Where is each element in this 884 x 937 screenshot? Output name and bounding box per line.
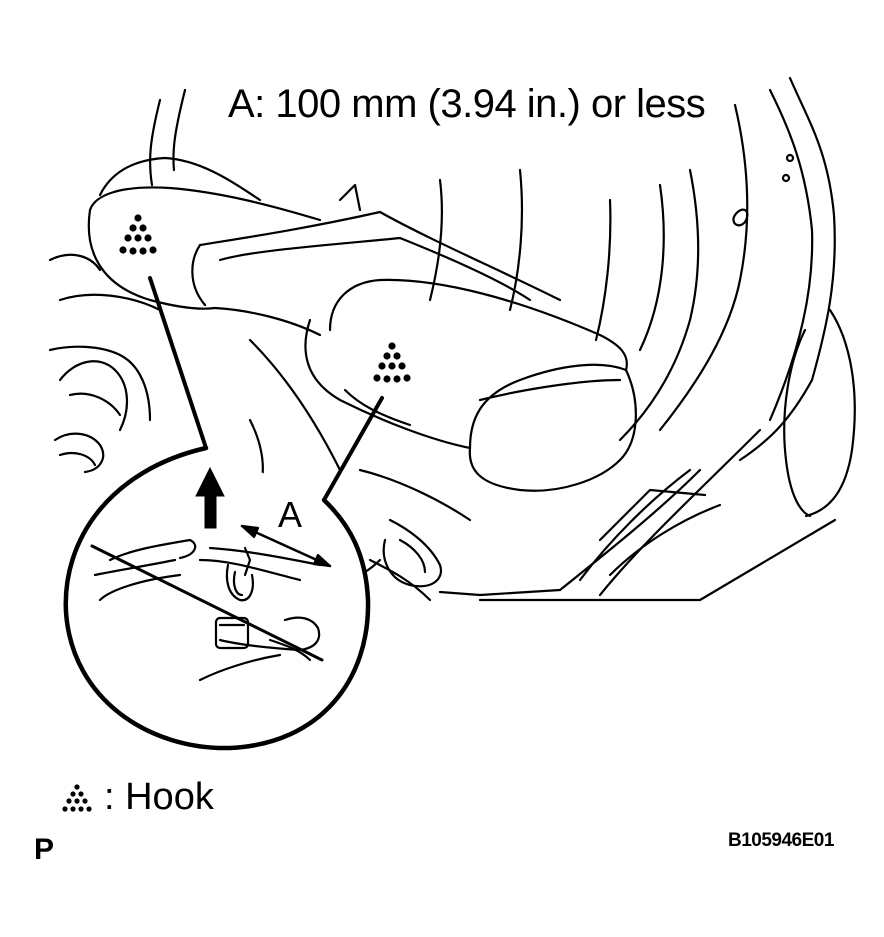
hook-triangle-icon — [62, 783, 92, 812]
specification-label: A: 100 mm (3.94 in.) or less — [222, 82, 712, 127]
hook-triangle-icon — [119, 214, 411, 383]
detail-leader-lines — [150, 278, 382, 500]
legend: : Hook — [60, 776, 214, 819]
corner-marker: P — [34, 833, 55, 867]
dimension-letter-label: A — [278, 494, 303, 535]
figure-id: B105946E01 — [728, 830, 834, 852]
vehicle-body-outline — [440, 78, 855, 600]
seat-cushion-left — [89, 187, 560, 308]
detail-circle — [66, 448, 368, 748]
pull-up-arrow — [196, 468, 224, 528]
seat-back-outline — [100, 90, 610, 340]
floor-and-fixtures — [50, 255, 470, 600]
seat-cushion-right — [215, 238, 636, 491]
legend-text: : Hook — [104, 776, 214, 818]
